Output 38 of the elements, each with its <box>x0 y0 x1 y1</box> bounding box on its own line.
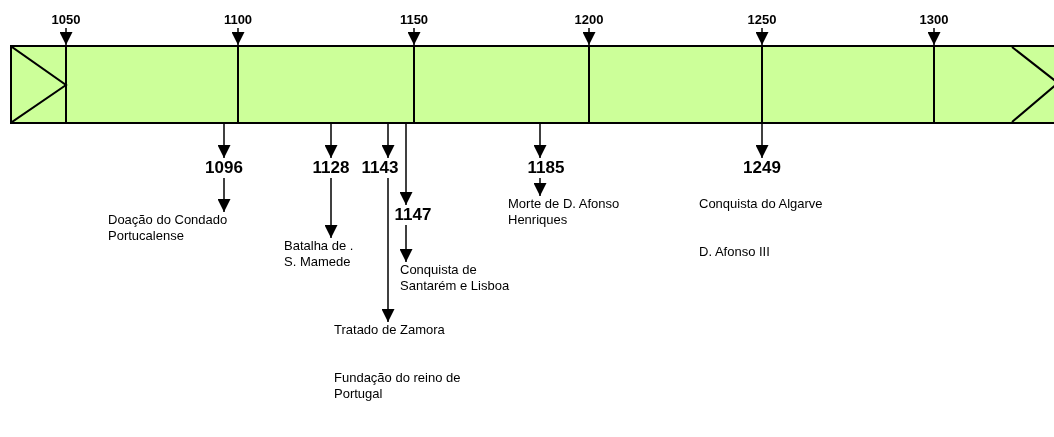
year-tick-label: 1100 <box>218 12 258 28</box>
year-tick-label: 1300 <box>914 12 954 28</box>
arrow <box>217 177 231 213</box>
event-description: Conquista de Santarém e Lisboa <box>400 262 518 294</box>
arrow <box>927 27 941 46</box>
year-tick-label: 1200 <box>569 12 609 28</box>
arrow <box>231 27 245 46</box>
arrow <box>407 27 421 46</box>
arrow <box>217 123 231 159</box>
event-description: Fundação do reino de Portugal <box>334 370 462 402</box>
event-year: 1185 <box>524 158 568 178</box>
arrow <box>324 177 338 239</box>
arrow <box>324 123 338 159</box>
arrow <box>399 224 413 263</box>
arrow <box>59 27 73 46</box>
event-year: 1147 <box>393 205 433 225</box>
event-year: 1128 <box>309 158 353 178</box>
event-description: Morte de D. Afonso Henriques <box>508 196 658 228</box>
event-description: Doação do Condado Portucalense <box>108 212 258 244</box>
event-description: D. Afonso III <box>699 244 771 260</box>
year-tick-label: 1050 <box>46 12 86 28</box>
event-year: 1249 <box>740 158 784 178</box>
arrow <box>755 27 769 46</box>
event-description: Conquista do Algarve <box>699 196 824 212</box>
arrow <box>582 27 596 46</box>
year-tick-label: 1150 <box>394 12 434 28</box>
event-year: 1096 <box>202 158 246 178</box>
event-description: Tratado de Zamora <box>334 322 446 338</box>
arrow <box>399 123 413 206</box>
year-tick-label: 1250 <box>742 12 782 28</box>
arrow <box>381 177 395 323</box>
arrow <box>381 123 395 159</box>
arrow <box>533 123 547 159</box>
arrow <box>755 123 769 159</box>
event-year: 1143 <box>358 158 402 178</box>
event-description: Batalha de . S. Mamede <box>284 238 366 270</box>
arrow <box>533 177 547 197</box>
timeline-bar <box>10 45 1054 124</box>
